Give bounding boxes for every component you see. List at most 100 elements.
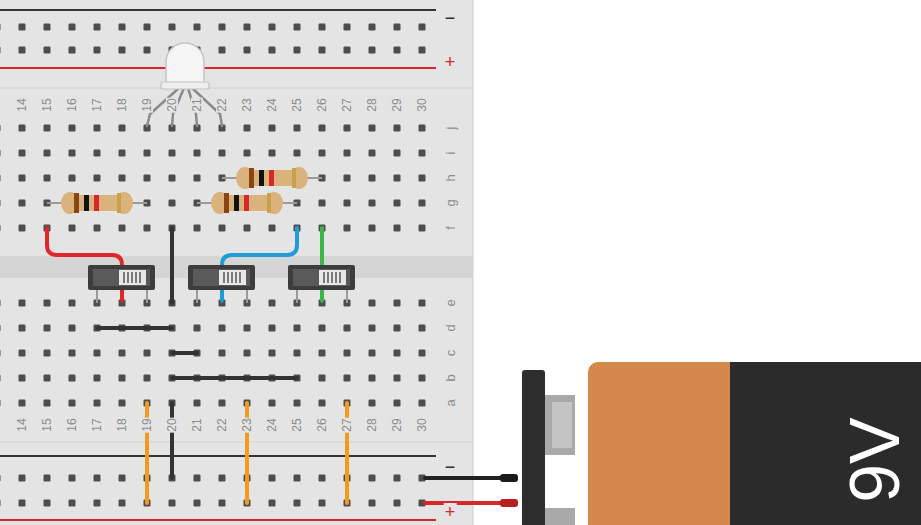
breadboard-hole — [369, 47, 376, 54]
breadboard-hole — [0, 24, 1, 31]
breadboard-hole — [369, 475, 376, 482]
breadboard-hole — [219, 400, 226, 407]
breadboard-hole — [144, 175, 151, 182]
breadboard-hole — [419, 175, 426, 182]
breadboard-hole — [44, 300, 51, 307]
column-number: 23 — [241, 97, 253, 112]
column-number: 22 — [216, 417, 228, 432]
switch-pin — [96, 290, 98, 303]
breadboard-hole — [44, 24, 51, 31]
battery-voltage-text: 9V — [840, 417, 910, 503]
column-number: 21 — [191, 97, 203, 112]
breadboard-hole — [194, 400, 201, 407]
breadboard-hole — [219, 475, 226, 482]
battery-label-panel: 9V — [730, 362, 921, 525]
switch-slider — [119, 270, 146, 285]
column-number: 30 — [416, 97, 428, 112]
breadboard-hole — [144, 375, 151, 382]
rail-line-positive — [0, 519, 436, 521]
black-wire — [172, 351, 197, 355]
breadboard-hole — [69, 47, 76, 54]
breadboard-hole — [244, 47, 251, 54]
breadboard-hole — [94, 350, 101, 357]
breadboard-hole — [44, 400, 51, 407]
switch-pin — [121, 290, 123, 303]
rail-sign: + — [444, 53, 457, 71]
resistor-band — [244, 195, 249, 211]
breadboard-hole — [0, 300, 1, 307]
breadboard-hole — [94, 475, 101, 482]
breadboard-hole — [19, 475, 26, 482]
breadboard-holes — [0, 24, 426, 507]
switch-pin — [246, 290, 248, 303]
column-number: 21 — [191, 417, 203, 432]
breadboard-hole — [394, 225, 401, 232]
battery-clip — [522, 370, 545, 525]
resistor-symbol — [197, 192, 297, 214]
column-number: 22 — [216, 97, 228, 112]
breadboard-hole — [44, 500, 51, 507]
breadboard-hole — [0, 47, 1, 54]
breadboard-hole — [69, 300, 76, 307]
breadboard-hole — [369, 225, 376, 232]
breadboard-hole — [44, 175, 51, 182]
breadboard-hole — [244, 125, 251, 132]
column-number: 23 — [241, 417, 253, 432]
column-number: 14 — [16, 97, 28, 112]
breadboard-hole — [369, 300, 376, 307]
breadboard-hole — [119, 47, 126, 54]
column-number: 14 — [16, 417, 28, 432]
column-number: 28 — [366, 97, 378, 112]
breadboard-hole — [19, 500, 26, 507]
rail-line-positive — [0, 67, 436, 69]
breadboard-hole — [219, 325, 226, 332]
breadboard-hole — [269, 150, 276, 157]
row-letter: b — [444, 373, 457, 382]
breadboard-hole — [44, 325, 51, 332]
breadboard-hole — [419, 225, 426, 232]
breadboard-hole — [194, 325, 201, 332]
breadboard-hole — [119, 24, 126, 31]
rail-sign: − — [444, 458, 457, 476]
resistor-band — [117, 193, 121, 213]
breadboard-hole — [244, 225, 251, 232]
breadboard-hole — [119, 225, 126, 232]
breadboard-hole — [244, 150, 251, 157]
resistor-band — [84, 195, 89, 211]
breadboard-hole — [369, 150, 376, 157]
breadboard-hole — [319, 350, 326, 357]
breadboard-hole — [69, 375, 76, 382]
switch-track — [193, 269, 250, 286]
breadboard-hole — [44, 350, 51, 357]
column-number: 17 — [91, 97, 103, 112]
breadboard-hole — [119, 475, 126, 482]
breadboard-hole — [419, 150, 426, 157]
breadboard-hole — [19, 300, 26, 307]
column-number: 17 — [91, 417, 103, 432]
breadboard-hole — [244, 350, 251, 357]
breadboard-hole — [94, 150, 101, 157]
breadboard-hole — [369, 350, 376, 357]
column-number: 25 — [291, 97, 303, 112]
breadboard-hole — [394, 150, 401, 157]
column-number: 20 — [166, 97, 178, 112]
breadboard-hole — [369, 375, 376, 382]
battery-terminal — [552, 402, 572, 448]
breadboard-hole — [169, 500, 176, 507]
breadboard-hole — [44, 125, 51, 132]
breadboard-hole — [269, 325, 276, 332]
slide-switch — [288, 265, 355, 303]
breadboard-hole — [219, 47, 226, 54]
breadboard-hole — [419, 400, 426, 407]
breadboard-hole — [319, 150, 326, 157]
breadboard-hole — [269, 350, 276, 357]
breadboard-hole — [269, 225, 276, 232]
breadboard-hole — [319, 24, 326, 31]
breadboard-hole — [119, 125, 126, 132]
breadboard-hole — [94, 400, 101, 407]
breadboard-hole — [19, 350, 26, 357]
breadboard-hole — [94, 47, 101, 54]
breadboard-hole — [269, 125, 276, 132]
breadboard-hole — [269, 47, 276, 54]
breadboard-hole — [119, 400, 126, 407]
